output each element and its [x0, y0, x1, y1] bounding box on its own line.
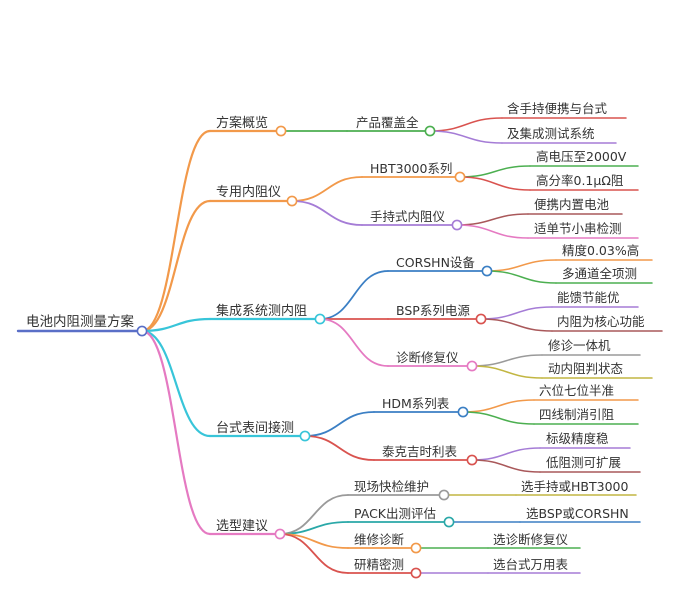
edge-root-to-branch	[140, 329, 212, 438]
topic-collapse-toggle[interactable]	[457, 406, 469, 418]
edge-branch-to-topic	[291, 176, 363, 202]
edge-branch-to-topic	[279, 533, 349, 574]
edge-topic-to-leaf	[456, 213, 529, 226]
leaf-label: 动内阻判状态	[548, 361, 623, 376]
edge-root-to-branch	[140, 129, 212, 333]
root-node-label: 电池内阻测量方案	[26, 313, 134, 330]
edge-topic-to-leaf	[459, 176, 531, 191]
edge-root-to-branch	[140, 199, 212, 333]
branch-collapse-toggle[interactable]	[275, 125, 287, 137]
leaf-label: 及集成测试系统	[507, 126, 595, 141]
leaf-label: 标级精度稳	[546, 431, 609, 446]
root-collapse-toggle[interactable]	[136, 325, 148, 337]
edge-topic-to-leaf	[471, 365, 543, 379]
edge-branch-to-topic	[319, 318, 389, 367]
branch-label: 集成系统测内阻	[216, 303, 307, 319]
edge-branch-to-topic	[291, 200, 363, 226]
edge-topic-to-leaf	[456, 224, 529, 239]
edge-branch-to-topic	[304, 411, 375, 437]
leaf-label: 多通道全项测	[562, 266, 637, 281]
topic-label: 现场快检维护	[354, 479, 429, 494]
leaf-label: 便携内置电池	[534, 197, 610, 212]
topic-collapse-toggle[interactable]	[443, 516, 455, 528]
leaf-label: 选BSP或CORSHN	[526, 506, 629, 521]
edge-topic-to-leaf	[471, 447, 541, 461]
leaf-label: 高电压至2000V	[536, 149, 627, 164]
topic-label: 产品覆盖全	[356, 115, 419, 130]
topic-label: CORSHN设备	[396, 255, 475, 270]
topic-collapse-toggle[interactable]	[454, 171, 466, 183]
topic-collapse-toggle[interactable]	[451, 219, 463, 231]
edge-branch-to-topic	[304, 435, 375, 461]
branch-label: 专用内阻仪	[216, 184, 281, 200]
edge-root-to-branch	[140, 329, 212, 536]
branch-label: 选型建议	[216, 519, 268, 534]
topic-label: 研精密测	[354, 557, 404, 572]
edge-root-to-branch	[140, 317, 212, 333]
edge-branch-to-topic	[319, 270, 389, 320]
edge-branch-to-topic	[279, 494, 349, 535]
edge-topic-to-leaf	[480, 318, 553, 332]
branch-label: 台式表间接测	[216, 420, 294, 436]
topic-collapse-toggle[interactable]	[410, 542, 422, 554]
branch-collapse-toggle[interactable]	[274, 528, 286, 540]
leaf-label: 修诊一体机	[548, 338, 611, 353]
branch-collapse-toggle[interactable]	[286, 195, 298, 207]
leaf-label: 能馈节能优	[557, 290, 620, 305]
edge-topic-to-leaf	[462, 411, 535, 425]
topic-label: BSP系列电源	[396, 303, 470, 318]
topic-label: 泰克吉时利表	[382, 444, 458, 459]
edge-topic-to-leaf	[459, 165, 531, 178]
topic-label: HDM系列表	[382, 396, 450, 411]
topic-collapse-toggle[interactable]	[466, 360, 478, 372]
leaf-label: 高分率0.1μΩ阻	[536, 173, 624, 188]
edge-topic-to-leaf	[429, 130, 503, 144]
branch-collapse-toggle[interactable]	[299, 430, 311, 442]
edge-topic-to-leaf	[480, 306, 553, 320]
leaf-label: 四线制消引阻	[539, 407, 615, 422]
edge-topic-to-leaf	[429, 117, 503, 132]
topic-collapse-toggle[interactable]	[424, 125, 436, 137]
edge-topic-to-leaf	[486, 259, 557, 272]
leaf-label: 内阻为核心功能	[557, 314, 645, 329]
branch-label: 方案概览	[216, 115, 268, 131]
topic-collapse-toggle[interactable]	[481, 265, 493, 277]
topic-collapse-toggle[interactable]	[466, 454, 478, 466]
topic-collapse-toggle[interactable]	[410, 567, 422, 579]
topic-label: 诊断修复仪	[396, 350, 459, 365]
topic-label: 手持式内阻仪	[370, 209, 446, 224]
leaf-label: 六位七位半准	[539, 383, 614, 398]
edge-topic-to-leaf	[486, 270, 557, 284]
edge-topic-to-leaf	[462, 399, 535, 413]
branch-collapse-toggle[interactable]	[314, 313, 326, 325]
edge-topic-to-leaf	[471, 459, 541, 473]
topic-label: PACK出测评估	[354, 506, 436, 521]
leaf-label: 选手持或HBT3000	[521, 479, 628, 494]
leaf-label: 含手持便携与台式	[507, 101, 608, 116]
topic-collapse-toggle[interactable]	[475, 313, 487, 325]
topic-label: HBT3000系列	[370, 161, 452, 176]
leaf-label: 选诊断修复仪	[493, 532, 569, 547]
edge-topic-to-leaf	[471, 354, 543, 367]
topic-label: 维修诊断	[354, 532, 404, 547]
leaf-label: 精度0.03%高	[562, 243, 639, 258]
topic-collapse-toggle[interactable]	[438, 489, 450, 501]
leaf-label: 选台式万用表	[493, 557, 569, 572]
leaf-label: 低阻测可扩展	[546, 455, 621, 470]
leaf-label: 适单节小串检测	[534, 221, 622, 236]
